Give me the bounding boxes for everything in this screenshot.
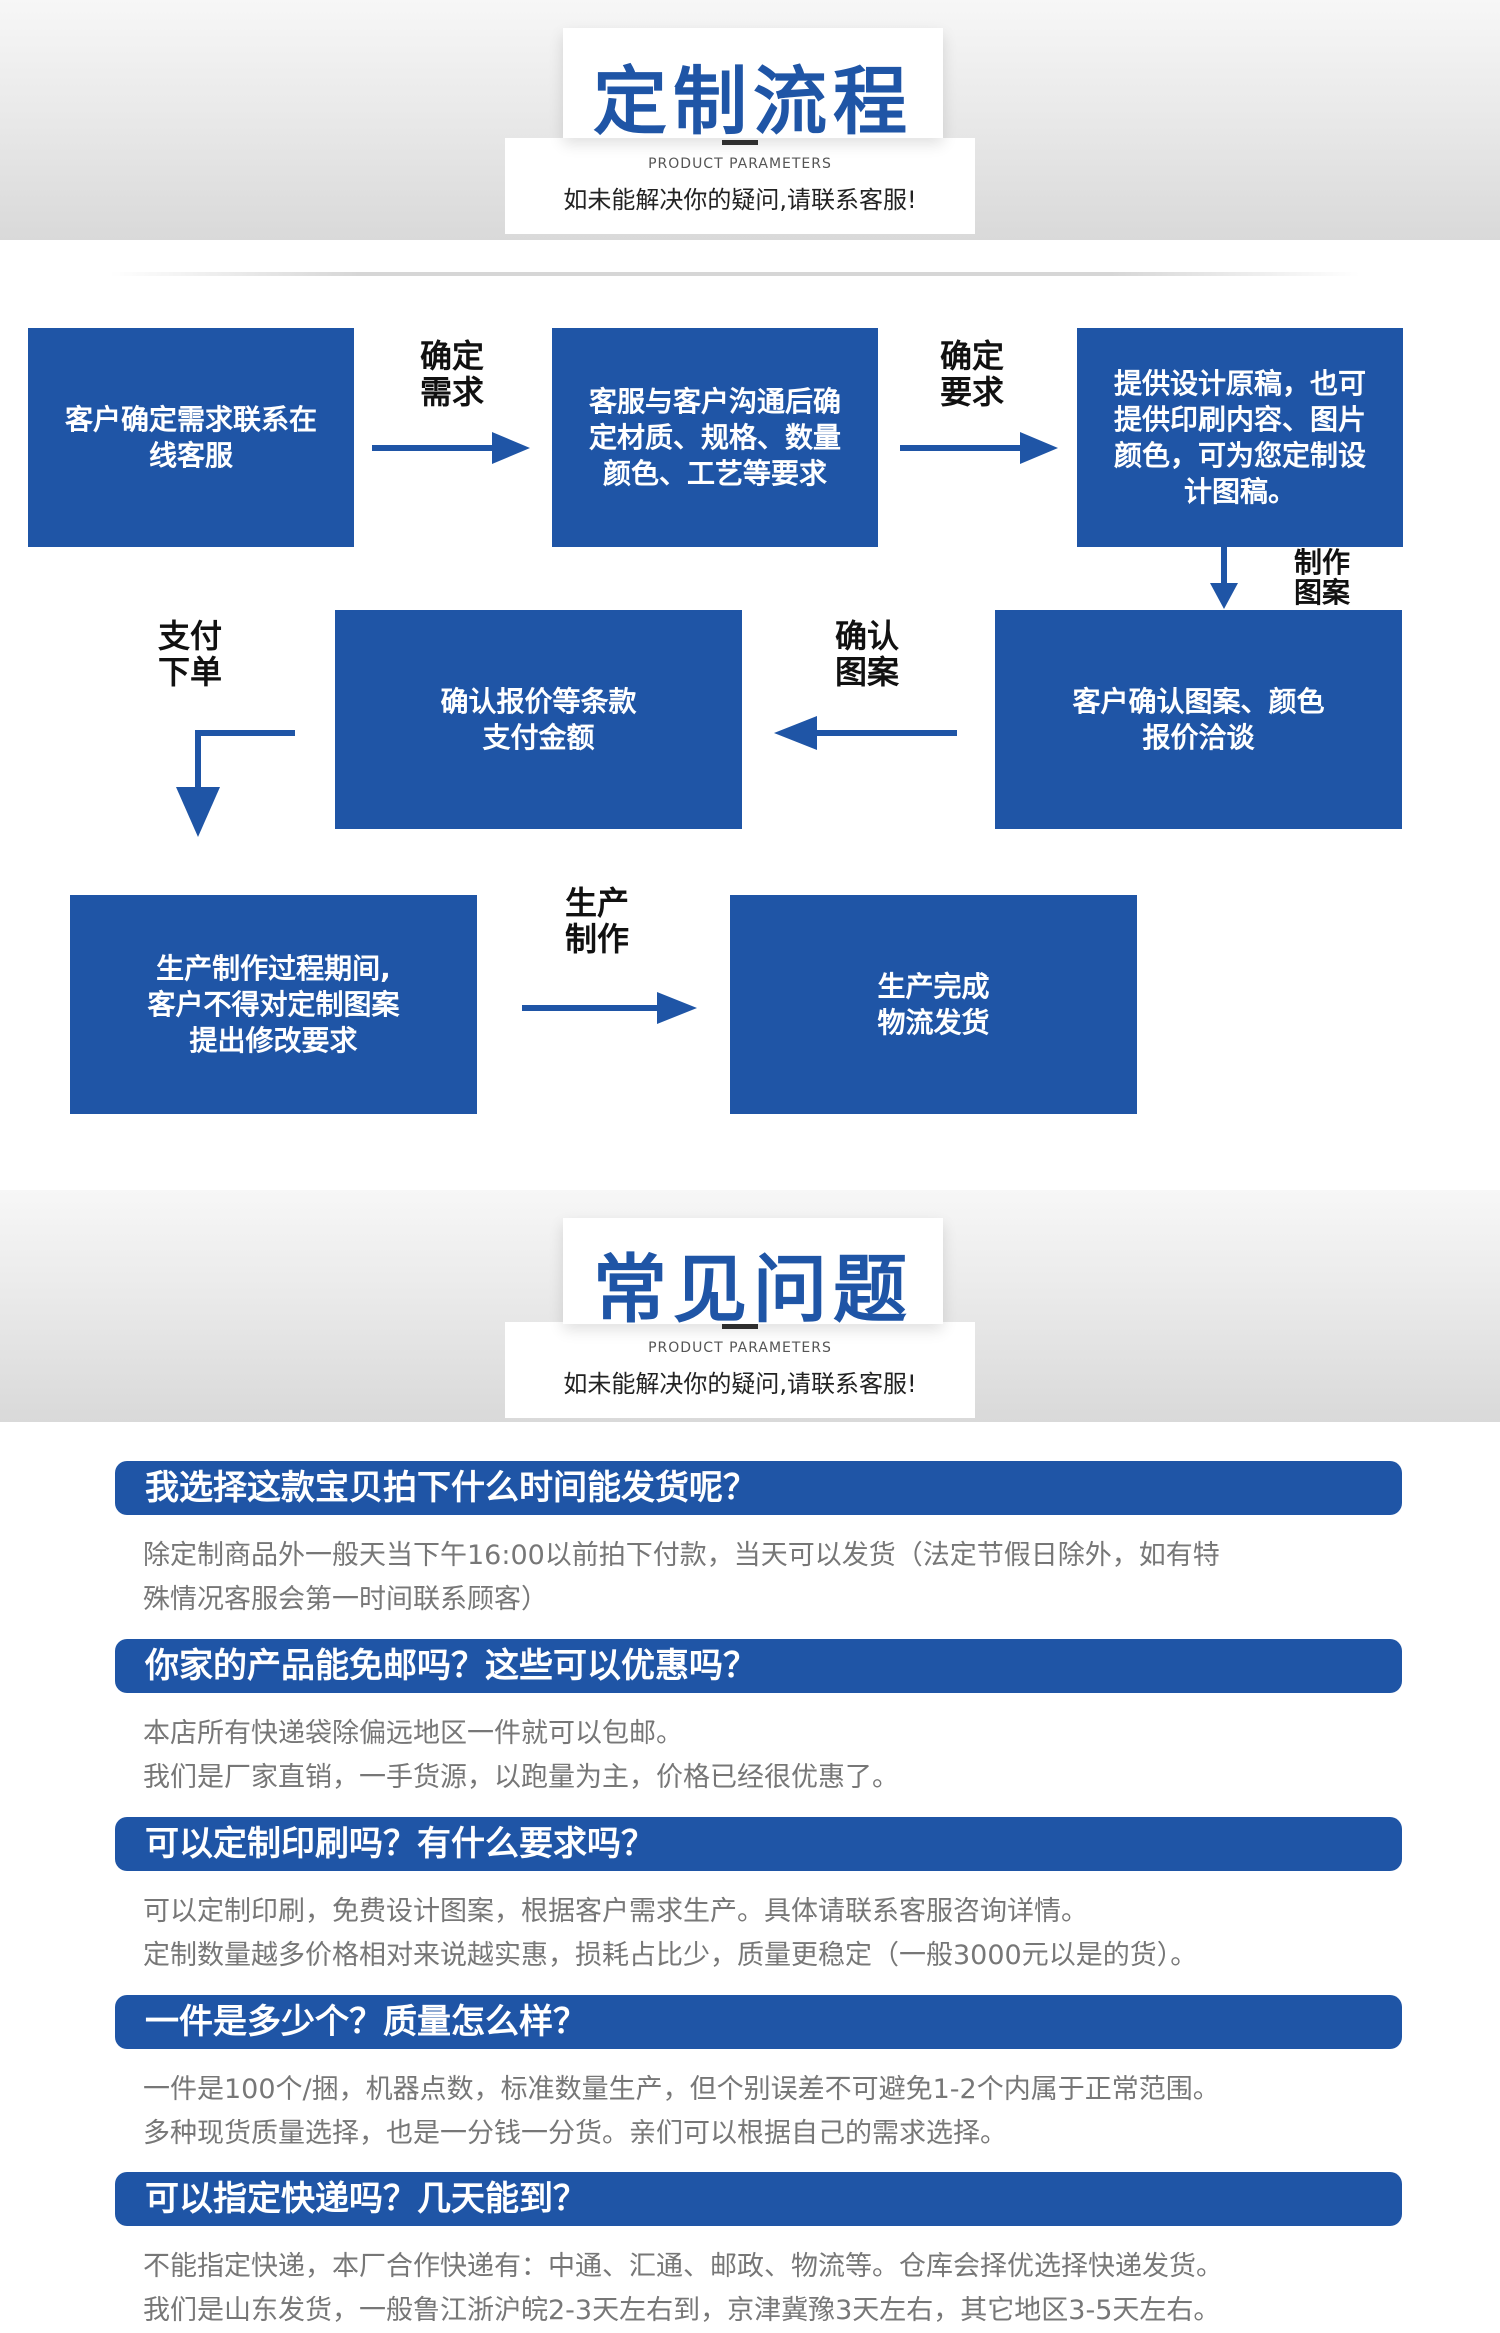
flow-step-production: 生产制作过程期间, 客户不得对定制图案 提出修改要求 xyxy=(70,895,477,1114)
flow-label-pay-order: 支付 下单 xyxy=(157,617,222,691)
process-divider xyxy=(110,272,1360,276)
process-subtitle-cn: 如未能解决你的疑问,请联系客服! xyxy=(563,186,917,214)
faq-answer-line: 殊情况客服会第一时间联系顾客） xyxy=(143,1584,548,1615)
faq-answer-line: 我们是厂家直销，一手货源，以跑量为主，价格已经很优惠了。 xyxy=(143,1762,899,1793)
faq-subtitle-en: PRODUCT PARAMETERS xyxy=(648,1340,832,1356)
faq-answer-line: 一件是100个/捆，机器点数，标准数量生产，但个别误差不可避免1-2个内属于正常… xyxy=(143,2074,1220,2105)
arrow-down-icon xyxy=(1210,547,1238,609)
faq-answer-line: 可以定制印刷，免费设计图案，根据客户需求生产。具体请联系客服咨询详情。 xyxy=(143,1896,1088,1927)
faq-subtitle-cn: 如未能解决你的疑问,请联系客服! xyxy=(563,1370,917,1398)
flow-label-confirm-requirement: 确定 要求 xyxy=(939,337,1004,411)
faq-answer-line: 不能指定快递，本厂合作快递有：中通、汇通、邮政、物流等。仓库会择优选择快递发货。 xyxy=(143,2251,1223,2282)
faq-answer-line: 本店所有快递袋除偏远地区一件就可以包邮。 xyxy=(143,1718,683,1749)
faq-answer-line: 我们是山东发货，一般鲁江浙沪皖2-3天左右到，京津冀豫3天左右，其它地区3-5天… xyxy=(143,2295,1221,2326)
flow-step-confirm-pattern: 客户确认图案、颜色 报价洽谈 xyxy=(995,610,1402,829)
faq-question: 我选择这款宝贝拍下什么时间能发货呢？ xyxy=(115,1461,1402,1515)
faq-title: 常见问题 xyxy=(593,1247,913,1333)
faq-question: 可以指定快递吗？几天能到？ xyxy=(115,2172,1402,2226)
process-subtitle-en: PRODUCT PARAMETERS xyxy=(648,156,832,172)
faq-answer: 本店所有快递袋除偏远地区一件就可以包邮。 我们是厂家直销，一手货源，以跑量为主，… xyxy=(143,1712,1403,1800)
faq-answer-line: 多种现货质量选择，也是一分钱一分货。亲们可以根据自己的需求选择。 xyxy=(143,2118,1007,2149)
flow-step-confirm-quote: 确认报价等条款 支付金额 xyxy=(335,610,742,829)
faq-answer: 可以定制印刷，免费设计图案，根据客户需求生产。具体请联系客服咨询详情。 定制数量… xyxy=(143,1890,1403,1978)
faq-answer: 除定制商品外一般天当下午16:00以前拍下付款，当天可以发货（法定节假日除外，如… xyxy=(143,1534,1403,1622)
arrow-right-icon xyxy=(900,432,1058,464)
process-title: 定制流程 xyxy=(593,59,913,145)
arrow-corner-down-icon xyxy=(176,730,295,837)
process-title-card: 定制流程 xyxy=(563,28,943,145)
flow-label-confirm-pattern: 确认 图案 xyxy=(834,617,899,691)
faq-answer: 不能指定快递，本厂合作快递有：中通、汇通、邮政、物流等。仓库会择优选择快递发货。… xyxy=(143,2245,1403,2333)
flow-label-produce: 生产 制作 xyxy=(564,884,629,958)
faq-subtitle-card: PRODUCT PARAMETERS 如未能解决你的疑问,请联系客服! xyxy=(505,1322,975,1418)
faq-answer-line: 除定制商品外一般天当下午16:00以前拍下付款，当天可以发货（法定节假日除外，如… xyxy=(143,1540,1220,1571)
faq-question: 你家的产品能免邮吗？这些可以优惠吗？ xyxy=(115,1639,1402,1693)
arrow-right-icon xyxy=(372,432,530,464)
faq-question: 一件是多少个？质量怎么样？ xyxy=(115,1995,1402,2049)
flow-step-shipping: 生产完成 物流发货 xyxy=(730,895,1137,1114)
flow-step-contact-service: 客户确定需求联系在 线客服 xyxy=(28,328,354,547)
flow-step-confirm-specs: 客服与客户沟通后确 定材质、规格、数量 颜色、工艺等要求 xyxy=(552,328,878,547)
flow-label-confirm-demand: 确定 需求 xyxy=(419,337,484,411)
arrow-left-icon xyxy=(774,716,957,750)
process-subtitle-card: PRODUCT PARAMETERS 如未能解决你的疑问,请联系客服! xyxy=(505,138,975,234)
faq-answer-line: 定制数量越多价格相对来说越实惠，损耗占比少，质量更稳定（一般3000元以是的货）… xyxy=(143,1940,1198,1971)
faq-answer: 一件是100个/捆，机器点数，标准数量生产，但个别误差不可避免1-2个内属于正常… xyxy=(143,2068,1403,2156)
faq-question: 可以定制印刷吗？有什么要求吗？ xyxy=(115,1817,1402,1871)
subtitle-dash xyxy=(722,1324,758,1329)
flow-label-make-pattern: 制作 图案 xyxy=(1293,546,1350,609)
arrow-right-icon xyxy=(522,992,697,1024)
faq-title-card: 常见问题 xyxy=(563,1218,943,1333)
flow-step-provide-design: 提供设计原稿，也可 提供印刷内容、图片 颜色，可为您定制设 计图稿。 xyxy=(1077,328,1403,547)
subtitle-dash xyxy=(722,140,758,145)
